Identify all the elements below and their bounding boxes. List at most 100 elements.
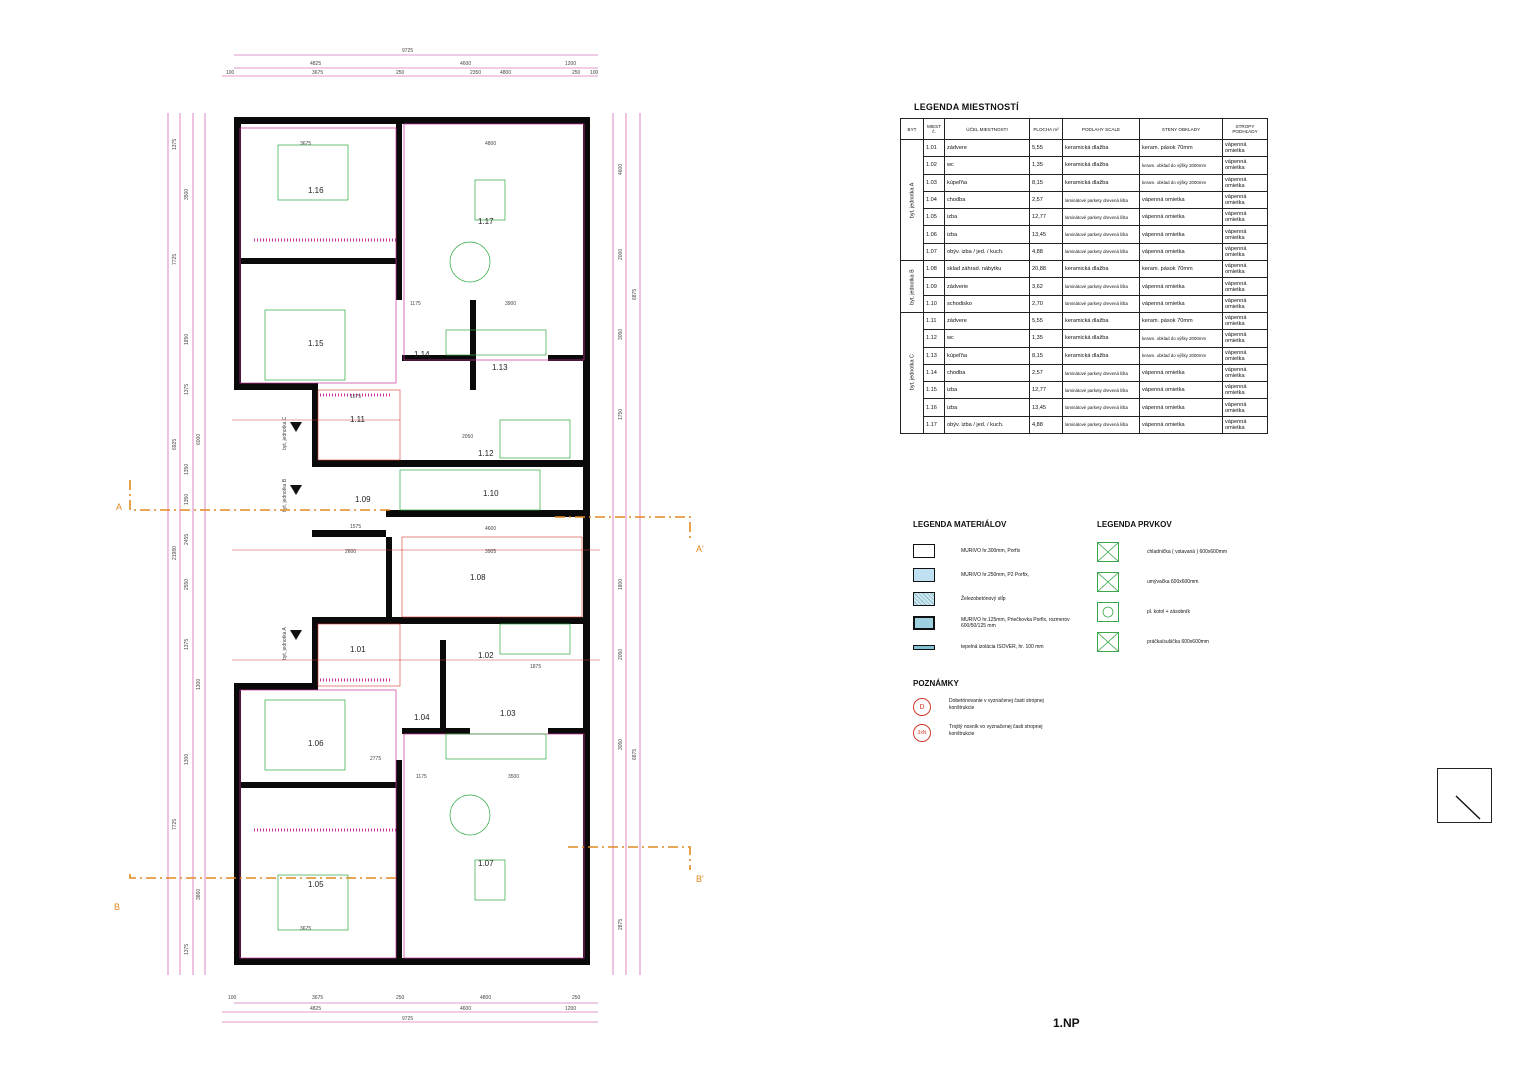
materials-legend-title: LEGENDA MATERIÁLOV (913, 520, 1007, 529)
entry-arrow-icon (290, 630, 302, 640)
room-label: 1.12 (478, 449, 494, 458)
room-area: 13,45 (1029, 225, 1063, 244)
room-ceiling: vápenná omietka (1222, 311, 1268, 331)
note-symbol: D (913, 698, 931, 716)
section-label: B (114, 902, 120, 912)
room-label: 1.05 (308, 880, 324, 889)
room-floor: laminátové parkety drevená lišta (1062, 363, 1140, 383)
room-floor: laminátové parkety drevená lišta (1062, 190, 1140, 210)
room-number: 1.10 (923, 294, 945, 313)
room-area: 8,15 (1029, 346, 1063, 365)
dim-bottom: 250 (396, 995, 405, 1001)
legend-item-label: umývačka 600x600mm (1147, 579, 1199, 585)
note-item: 3xN Trojitý nosník vo vyznačenej časti s… (913, 724, 1113, 750)
material-swatch (913, 592, 935, 606)
room-label: 1.08 (470, 573, 486, 582)
room-area: 12,77 (1029, 381, 1063, 400)
room-area: 5,55 (1029, 138, 1063, 158)
column-header: PODLAHY SCALE (1062, 118, 1140, 140)
room-floor: laminátové parkety drevená lišta (1062, 208, 1140, 227)
room-area: 20,88 (1029, 260, 1063, 279)
room-ceiling: vápenná omietka (1222, 363, 1268, 383)
section-lines: A A' B B' (114, 480, 704, 912)
dim-right: 6875 (632, 749, 638, 760)
dim-interior: 2050 (462, 434, 473, 440)
table-row: 1.05 izba 12,77 laminátové parkety dreve… (901, 208, 1268, 227)
room-floor: laminátové parkety drevená lišta (1062, 225, 1140, 244)
dim-bottom: 250 (572, 995, 581, 1001)
room-floor: laminátové parkety drevená lišta (1062, 415, 1140, 435)
material-swatch (913, 544, 935, 558)
dim-top: 100 (226, 70, 235, 76)
dim-left: 2455 (184, 534, 190, 545)
room-label: 1.09 (355, 495, 371, 504)
room-wall: keram. obklad do výšky 2000mm (1139, 346, 1223, 365)
room-floor: keramická dlažba (1062, 173, 1140, 192)
floor-label: 1.NP (1053, 1016, 1080, 1030)
room-number: 1.07 (923, 242, 945, 262)
dim-left: 1375 (184, 384, 190, 395)
room-ceiling: vápenná omietka (1222, 329, 1268, 348)
dimension-texts: 9725 4825 4600 1200 100 3675 250 2350 48… (226, 48, 599, 1022)
room-wall: keram. pások 70mm (1139, 260, 1223, 279)
room-name: zádverie (944, 277, 1030, 296)
room-ceiling: vápenná omietka (1222, 277, 1268, 296)
room-name: obýv. izba / jed. / kuch. (944, 415, 1030, 435)
dim-interior: 1175 (410, 301, 421, 307)
dim-top: 3675 (312, 70, 323, 76)
room-ceiling: vápenná omietka (1222, 225, 1268, 244)
column-header: MIEST č. (923, 118, 945, 140)
table-row: 1.16 izba 13,45 laminátové parkety dreve… (901, 398, 1268, 417)
room-wall: vápenná omietka (1139, 190, 1223, 210)
column-header: STENY OBKLADY (1139, 118, 1223, 140)
dim-right: 1750 (618, 409, 624, 420)
room-number: 1.16 (923, 398, 945, 417)
room-ceiling: vápenná omietka (1222, 190, 1268, 210)
room-name: wc (944, 156, 1030, 175)
boiler-icon (1097, 602, 1119, 622)
legend-item-label: práčka/sušička 600x600mm (1147, 639, 1209, 645)
room-number: 1.01 (923, 138, 945, 158)
dim-interior: 1875 (530, 664, 541, 670)
dim-bottom-total: 9725 (402, 1016, 413, 1022)
room-floor: laminátové parkety drevená lišta (1062, 294, 1140, 313)
dim-left: 1375 (172, 139, 178, 150)
table-row: 1.10 schodisko 2,70 laminátové parkety d… (901, 294, 1268, 313)
walls (234, 117, 590, 965)
legend-item: MURIVO hr.250mm, P2 Porfix, (913, 563, 1093, 587)
section-label: A' (696, 544, 704, 554)
table-row: 1.13 kúpeľňa 8,15 keramická dlažba keram… (901, 346, 1268, 365)
room-legend-title: LEGENDA MIESTNOSTÍ (914, 102, 1019, 112)
dim-top: 4825 (310, 61, 321, 67)
legend-item: práčka/sušička 600x600mm (1097, 627, 1297, 657)
dim-bottom: 100 (228, 995, 237, 1001)
room-wall: keram. obklad do výšky 2000mm (1139, 156, 1223, 175)
room-area: 1,35 (1029, 156, 1063, 175)
elements-legend-title: LEGENDA PRVKOV (1097, 520, 1172, 529)
dim-right: 4600 (618, 164, 624, 175)
dim-interior: 2775 (370, 756, 381, 762)
dim-interior: 3500 (508, 774, 519, 780)
room-area: 2,57 (1029, 363, 1063, 383)
dim-interior: 4600 (485, 526, 496, 532)
room-area: 5,55 (1029, 311, 1063, 331)
legend-item: umývačka 600x600mm (1097, 567, 1297, 597)
table-row: 1.12 wc 1,35 keramická dlažba keram. obk… (901, 329, 1268, 348)
elements-legend: LEGENDA PRVKOV chladnička ( vstavaná ) 6… (1097, 520, 1297, 657)
room-label: 1.02 (478, 651, 494, 660)
room-wall: keram. obklad do výšky 2000mm (1139, 329, 1223, 348)
table-row: 1.03 kúpeľňa 8,15 keramická dlažba keram… (901, 173, 1268, 192)
room-number: 1.11 (923, 311, 945, 331)
room-name: kúpeľňa (944, 173, 1030, 192)
room-wall: vápenná omietka (1139, 415, 1223, 435)
dim-interior: 1675 (350, 394, 361, 400)
interior-dims: 3675 4800 1175 3900 2050 1575 2600 1675 … (300, 141, 541, 932)
dim-left: 1300 (184, 754, 190, 765)
unit-label: byt, jednotka A (282, 627, 288, 660)
room-name: schodisko (944, 294, 1030, 313)
dim-left: 21980 (172, 546, 178, 560)
room-name: izba (944, 398, 1030, 417)
dim-top: 4600 (460, 61, 471, 67)
room-ceiling: vápenná omietka (1222, 173, 1268, 192)
